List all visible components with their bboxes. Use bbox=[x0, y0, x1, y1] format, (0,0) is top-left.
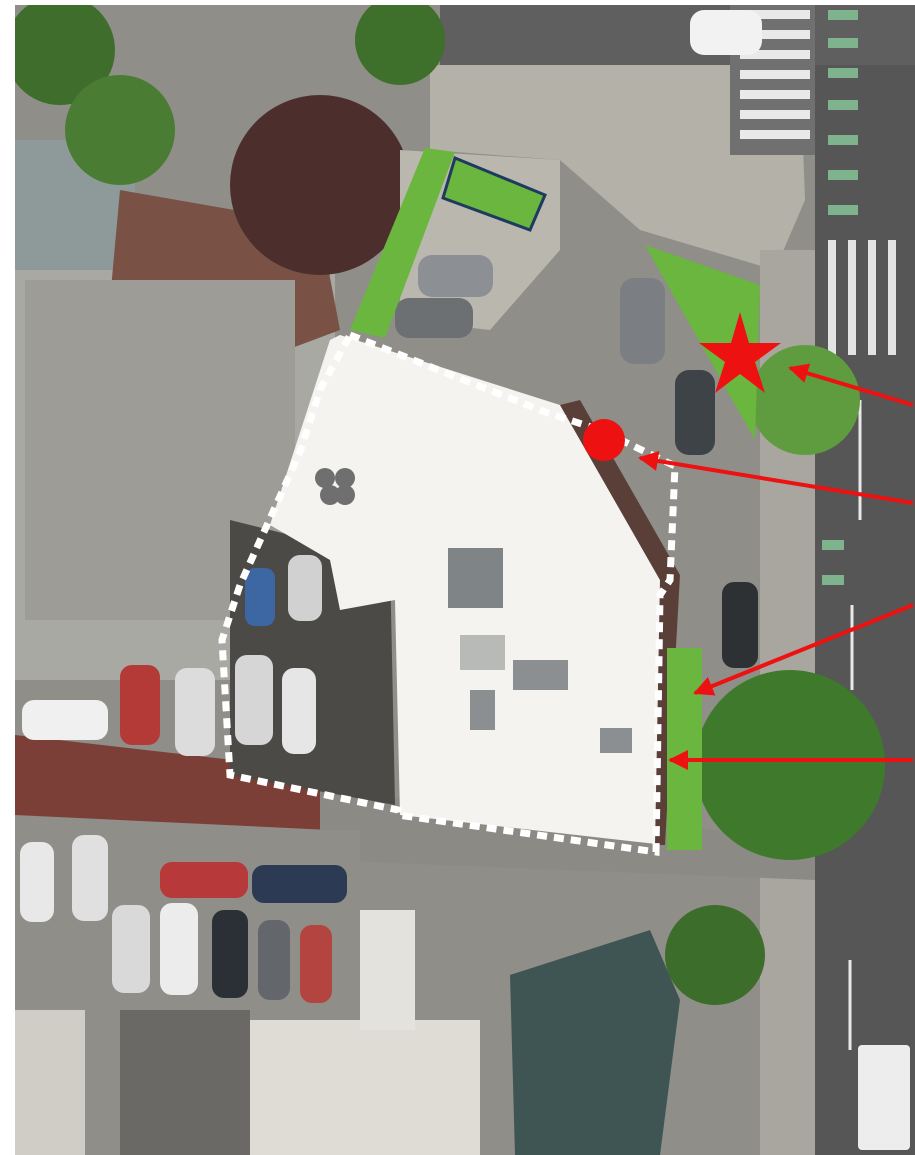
star-icon bbox=[699, 312, 781, 393]
circle-marker-icon bbox=[583, 419, 625, 461]
building-south-green-roof bbox=[510, 930, 680, 1155]
building-south-white bbox=[250, 1020, 480, 1155]
building-south-center bbox=[120, 1010, 250, 1155]
tree bbox=[665, 905, 765, 1005]
tree bbox=[230, 95, 410, 275]
green-triangle-east bbox=[645, 245, 760, 440]
green-strip-east bbox=[667, 648, 702, 850]
crosswalk-east bbox=[828, 240, 896, 355]
frame-left bbox=[0, 0, 15, 1155]
building-south-tower bbox=[360, 910, 415, 1030]
site-boundary bbox=[218, 331, 679, 857]
frame-top bbox=[0, 0, 915, 5]
tree bbox=[355, 0, 445, 85]
tree bbox=[65, 75, 175, 185]
main-building-shadow bbox=[560, 400, 680, 845]
green-box-north bbox=[441, 155, 547, 232]
tree bbox=[750, 345, 860, 455]
bike-lane-marks bbox=[822, 10, 858, 585]
arrow-to-star bbox=[788, 363, 914, 407]
arrow-to-green-strip-upper bbox=[693, 603, 914, 696]
callout-arrows bbox=[638, 363, 914, 770]
building-south-west bbox=[15, 1010, 85, 1155]
arrow-to-dot bbox=[638, 451, 914, 505]
cars-west bbox=[22, 665, 215, 756]
rooftop-equipment bbox=[315, 468, 632, 753]
cars-north bbox=[395, 10, 762, 455]
sidewalk-north-corner bbox=[430, 65, 805, 270]
brick-walkway bbox=[15, 735, 330, 830]
cars-south bbox=[20, 835, 347, 1003]
car-east bbox=[722, 582, 758, 668]
tree bbox=[5, 0, 115, 105]
truck-east bbox=[858, 1045, 910, 1150]
lane-lines bbox=[848, 400, 862, 1050]
green-strip-north bbox=[350, 148, 455, 338]
cars-courtyard bbox=[235, 555, 322, 754]
tree bbox=[695, 670, 885, 860]
